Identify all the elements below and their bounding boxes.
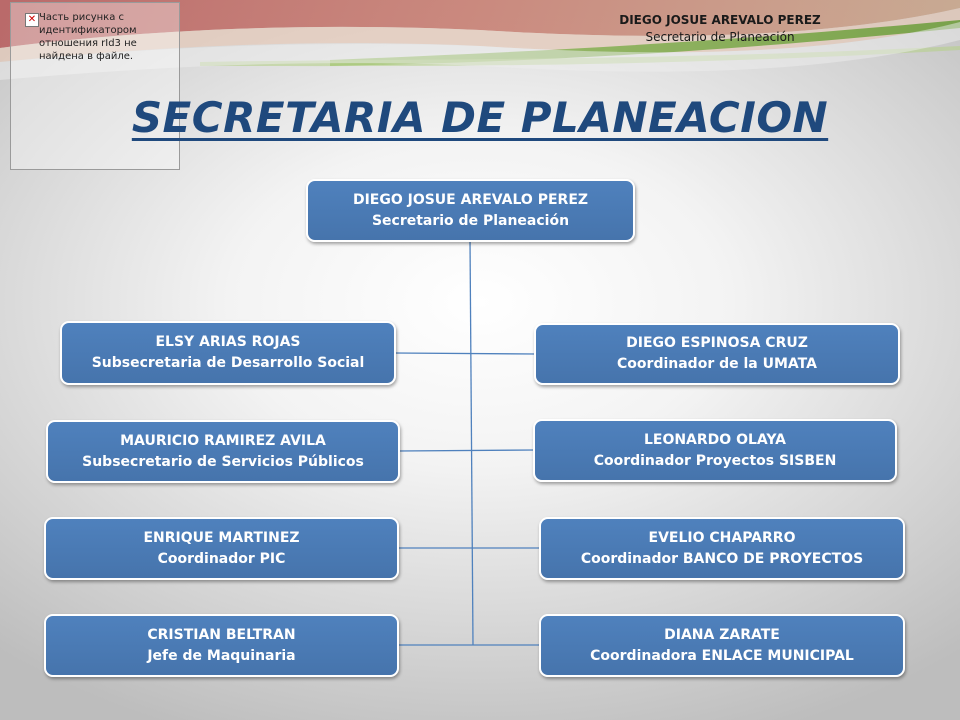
page-title: SECRETARIA DE PLANEACION — [0, 92, 960, 144]
org-box-left-1: ELSY ARIAS ROJAS Subsecretaria de Desarr… — [60, 321, 396, 385]
org-box-right-1: DIEGO ESPINOSA CRUZ Coordinador de la UM… — [534, 323, 900, 385]
header-role: Secretario de Planeación — [645, 30, 795, 44]
org-box-role: Coordinador Proyectos SISBEN — [593, 452, 837, 469]
branch-line-2 — [397, 449, 536, 452]
org-box-root: DIEGO JOSUE AREVALO PEREZ Secretario de … — [306, 179, 635, 242]
org-box-role: Coordinadora ENLACE MUNICIPAL — [590, 647, 854, 664]
org-box-role: Coordinador de la UMATA — [617, 356, 817, 372]
org-box-role: Jefe de Maquinaria — [147, 647, 296, 664]
header-swoosh-decoration — [0, 0, 960, 80]
trunk-line — [469, 239, 474, 646]
org-box-name: ELSY ARIAS ROJAS — [155, 334, 301, 350]
missing-image-placeholder: ✕ Часть рисунка с идентификатором отноше… — [10, 2, 180, 170]
org-box-right-4: DIANA ZARATE Coordinadora ENLACE MUNICIP… — [539, 614, 905, 677]
org-box-left-3: ENRIQUE MARTINEZ Coordinador PIC — [44, 517, 399, 580]
org-box-name: DIEGO ESPINOSA CRUZ — [626, 335, 808, 351]
org-box-role: Subsecretario de Servicios Públicos — [82, 453, 364, 470]
missing-image-message: Часть рисунка с идентификатором отношени… — [39, 12, 137, 62]
org-box-role: Coordinador BANCO DE PROYECTOS — [580, 550, 864, 567]
org-box-name: EVELIO CHAPARRO — [648, 529, 796, 546]
org-box-name: ENRIQUE MARTINEZ — [143, 529, 300, 546]
org-box-left-2: MAURICIO RAMIREZ AVILA Subsecretario de … — [46, 420, 400, 483]
org-box-name: MAURICIO RAMIREZ AVILA — [120, 432, 326, 449]
org-box-role: Coordinador PIC — [157, 550, 286, 567]
header-presenter-tag: DIEGO JOSUE AREVALO PEREZ Secretario de … — [570, 12, 870, 46]
org-box-right-3: EVELIO CHAPARRO Coordinador BANCO DE PRO… — [539, 517, 905, 580]
org-box-name: LEONARDO OLAYA — [643, 431, 787, 448]
header-name: DIEGO JOSUE AREVALO PEREZ — [619, 13, 821, 27]
org-box-name: DIEGO JOSUE AREVALO PEREZ — [352, 191, 589, 208]
branch-line-1 — [393, 352, 537, 355]
org-box-name: DIANA ZARATE — [664, 626, 780, 643]
org-box-role: Secretario de Planeación — [371, 212, 570, 229]
org-box-right-2: LEONARDO OLAYA Coordinador Proyectos SIS… — [533, 419, 897, 482]
broken-image-icon: ✕ — [25, 13, 39, 27]
org-box-role: Subsecretaria de Desarrollo Social — [91, 355, 365, 371]
org-box-left-4: CRISTIAN BELTRAN Jefe de Maquinaria — [44, 614, 399, 677]
page-title-text: SECRETARIA DE PLANEACION — [131, 93, 829, 142]
org-box-name: CRISTIAN BELTRAN — [147, 626, 296, 643]
